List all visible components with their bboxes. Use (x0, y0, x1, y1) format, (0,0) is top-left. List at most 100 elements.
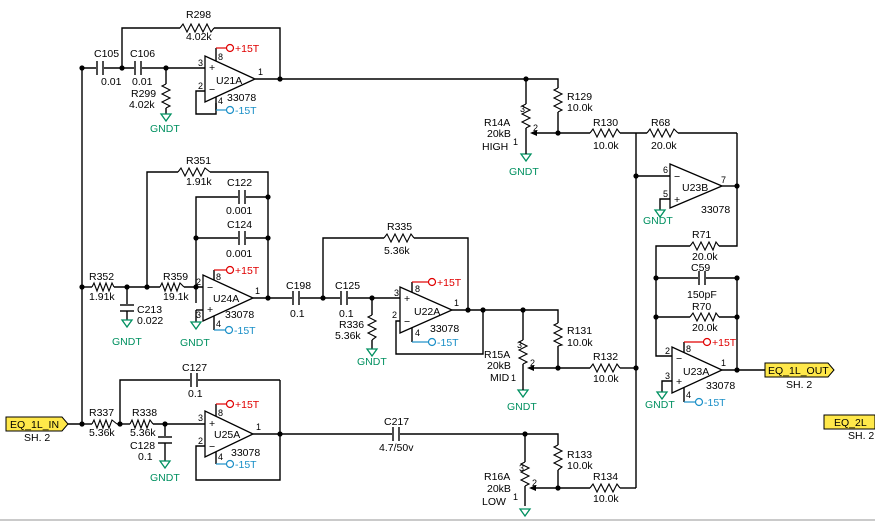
c106-ref: C106 (130, 48, 155, 60)
svg-text:+: + (207, 304, 213, 316)
wires (66, 27, 765, 489)
r337-ref: R337 (89, 407, 114, 419)
r14a-pin3: 3 (520, 104, 525, 114)
u25a-pin2: 2 (198, 436, 203, 446)
u21a-pin3: 3 (198, 58, 203, 68)
u23a-pin1: 1 (721, 358, 726, 368)
svg-text:−: − (404, 316, 410, 328)
r134-ref: R134 (593, 471, 618, 483)
c106-value: 0.01 (132, 76, 153, 88)
c124-value: 0.001 (226, 248, 252, 260)
svg-text:−: − (207, 282, 213, 294)
u25a-ref: U25A (214, 429, 240, 441)
u25a-part: 33078 (231, 447, 260, 459)
svg-text:+: + (674, 194, 680, 206)
capacitors: C105 0.01 C106 0.01 C122 0.001 C124 0.00… (94, 48, 717, 463)
gnd-r15a: GNDT (507, 401, 537, 413)
r70-ref: R70 (692, 301, 711, 313)
c198-ref: C198 (286, 280, 311, 292)
r132-value: 10.0k (593, 373, 619, 385)
svg-text:+: + (209, 418, 215, 430)
port-in: EQ_1L_IN SH. 2 (5, 416, 69, 444)
u24a-pos-rail: +15T (235, 265, 260, 277)
junctions (79, 65, 740, 491)
r129-ref: R129 (567, 91, 592, 103)
u23a-pin3: 3 (665, 371, 670, 381)
gnd-u23a: GNDT (645, 399, 675, 411)
r134-value: 10.0k (593, 493, 619, 505)
u24a-pin2: 2 (196, 277, 201, 287)
u22a-pin1: 1 (454, 298, 459, 308)
c127-ref: C127 (182, 362, 207, 374)
resistors: R298 4.02k R299 4.02k R351 1.91k R352 1.… (89, 9, 720, 505)
r338-value: 5.36k (130, 427, 156, 439)
r298-value: 4.02k (186, 31, 212, 43)
r14a-label: HIGH (482, 141, 508, 153)
c105-value: 0.01 (101, 76, 122, 88)
opamp-u23a: +15T -15T − + U23A 33078 2 3 1 8 4 (665, 337, 737, 409)
r131-value: 10.0k (567, 337, 593, 349)
u21a-pos-rail: +15T (235, 43, 260, 55)
r71-ref: R71 (692, 229, 711, 241)
c213-ref: C213 (137, 304, 162, 316)
c125-ref: C125 (335, 280, 360, 292)
c217-ref: C217 (384, 416, 409, 428)
u25a-pos-rail: +15T (235, 399, 260, 411)
u25a-pin8: 8 (218, 408, 223, 418)
r299-ref: R299 (131, 88, 156, 100)
r132-ref: R132 (593, 351, 618, 363)
r352-ref: R352 (89, 271, 114, 283)
r14a-pin1: 1 (513, 137, 518, 147)
u23a-pos-rail: +15T (712, 337, 737, 349)
r351-value: 1.91k (186, 176, 212, 188)
c128-value: 0.1 (138, 451, 153, 463)
u24a-pin8: 8 (216, 272, 221, 282)
r16a-pin2: 2 (532, 478, 537, 488)
r14a-pin2: 2 (533, 123, 538, 133)
c122-value: 0.001 (226, 205, 252, 217)
u23a-neg-rail: -15T (704, 397, 726, 409)
u21a-neg-rail: -15T (235, 105, 257, 117)
u23a-part: 33078 (706, 380, 735, 392)
u22a-pin2: 2 (392, 310, 397, 320)
r130-ref: R130 (593, 117, 618, 129)
r68-ref: R68 (651, 117, 670, 129)
r71-value: 20.0k (692, 251, 718, 263)
r15a-ref: R15A (484, 349, 510, 361)
potentiometers: 3 2 1 R14A 20kB HIGH 3 2 1 R15A 20kB MID… (482, 103, 538, 508)
u21a-pin2: 2 (198, 81, 203, 91)
u25a-neg-rail: -15T (235, 459, 257, 471)
r15a-label: MID (490, 372, 510, 384)
gnd-u23b: GNDT (643, 215, 673, 227)
u22a-ref: U22A (414, 306, 440, 318)
u22a-pin4: 4 (415, 328, 420, 338)
u24a-neg-rail: -15T (234, 325, 256, 337)
r129-value: 10.0k (567, 102, 593, 114)
r68-value: 20.0k (651, 140, 677, 152)
u22a-pos-rail: +15T (437, 277, 462, 289)
u23a-ref: U23A (683, 366, 709, 378)
port-next-sheet: SH. 2 (848, 430, 874, 442)
r352-value: 1.91k (89, 291, 115, 303)
u22a-neg-rail: -15T (437, 337, 459, 349)
r359-ref: R359 (163, 271, 188, 283)
u22a-part: 33078 (430, 323, 459, 335)
u23b-pin6: 6 (663, 165, 668, 175)
gnd-u24a: GNDT (180, 337, 210, 349)
u24a-pin1: 1 (255, 286, 260, 296)
c125-value: 0.1 (339, 308, 354, 320)
c122-ref: C122 (227, 177, 252, 189)
u23b-pin7: 7 (721, 175, 726, 185)
r335-value: 5.36k (384, 245, 410, 257)
u23b-ref: U23B (682, 182, 708, 194)
r299-value: 4.02k (129, 99, 155, 111)
r336-value: 5.36k (335, 330, 361, 342)
opamp-u22a: +15T -15T + − U22A 33078 3 2 1 8 4 (392, 277, 462, 349)
u23b-pin5: 5 (663, 189, 668, 199)
port-next-label: EQ_2L (834, 417, 867, 429)
svg-text:−: − (209, 84, 215, 96)
c128-ref: C128 (130, 440, 155, 452)
r70-value: 20.0k (692, 322, 718, 334)
r15a-pin1: 1 (511, 373, 516, 383)
r16a-ref: R16A (484, 471, 510, 483)
